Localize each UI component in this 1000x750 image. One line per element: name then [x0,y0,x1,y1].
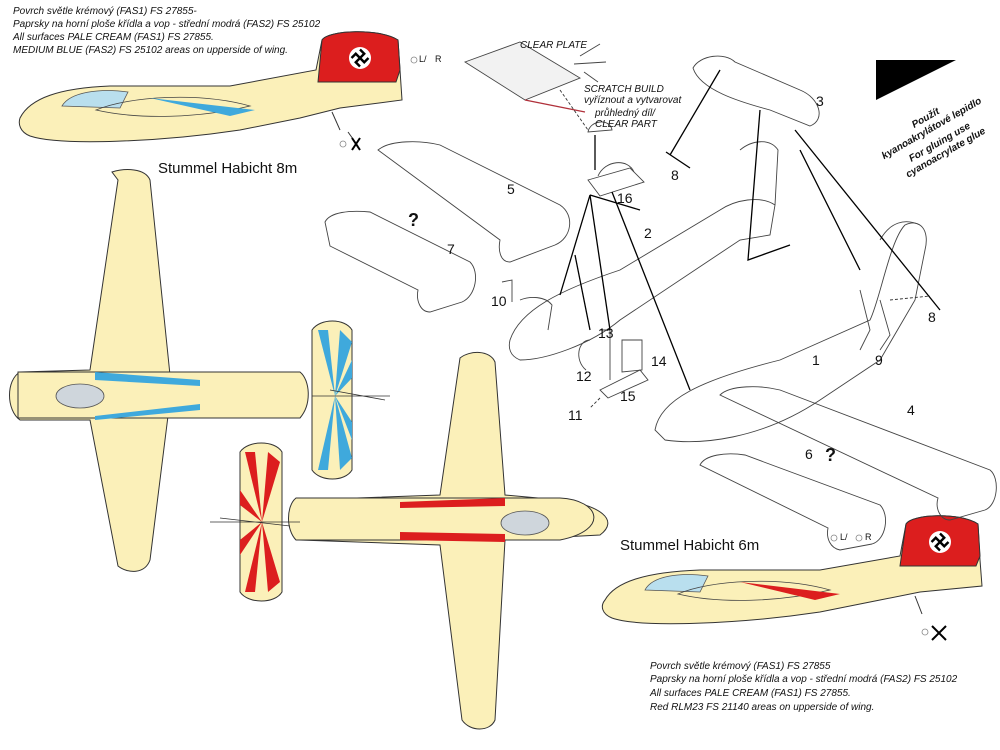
scratch-build-sub: vyříznout a vytvarovat [584,95,682,106]
top-note-line1: Povrch světle krémový (FAS1) FS 27855- [13,6,197,17]
cockpit-blue [55,383,105,409]
part-number-12: 12 [576,368,592,384]
scratch-build-label: SCRATCH BUILD [584,84,664,95]
part-number-9: 9 [875,352,883,368]
plan-view-red [210,352,609,730]
question-mark-1: ? [408,210,419,230]
part-number-1: 1 [812,352,820,368]
part-number-13: 13 [598,325,614,341]
part-number-10: 10 [491,293,507,309]
assembly-drawing [324,41,997,551]
clear-part-label-cz: průhledný díl/ [595,108,656,119]
side-view-8m [18,31,418,151]
part-number-16: 16 [617,190,633,206]
part-number-2: 2 [644,225,652,241]
question-mark-2: ? [825,445,836,465]
lr-marker-8m-r: R [435,54,442,64]
side-view-6m [601,515,983,641]
part-number-11: 11 [568,407,583,423]
plan-view-blue [9,169,390,572]
part-number-8b: 8 [928,309,936,325]
top-note-line4: MEDIUM BLUE (FAS2) FS 25102 areas on upp… [13,45,288,56]
bottom-note-line3: All surfaces PALE CREAM (FAS1) FS 27855. [650,688,851,699]
bottom-note-line1: Povrch světle krémový (FAS1) FS 27855 [650,661,831,672]
lr-marker-6m-l: L/ [840,532,848,542]
lr-marker-8m-l: L/ [419,54,427,64]
canopy-8m [61,90,129,109]
part-number-6: 6 [805,446,813,462]
wing-blue-stripe-side [150,98,255,116]
cockpit-red [500,510,550,536]
part-number-7: 7 [447,241,455,257]
clear-part-label-en: CLEAR PART [595,119,657,130]
part-number-4: 4 [907,402,915,418]
part-number-14: 14 [651,353,667,369]
title-6m: Stummel Habicht 6m [620,537,760,554]
part-number-15: 15 [620,388,636,404]
title-8m: Stummel Habicht 8m [158,160,298,177]
dashed-leaders [559,89,931,409]
glue-warning-triangle [876,60,956,100]
bottom-note-line4: Red RLM23 FS 21140 areas on upperside of… [650,702,875,713]
bottom-note-line2: Paprsky na horní ploše křídla a vop - st… [650,674,958,685]
leader-lines [559,69,941,391]
top-note-line3: All surfaces PALE CREAM (FAS1) FS 27855. [13,32,214,43]
part-number-5: 5 [507,181,515,197]
part-number-8a: 8 [671,167,679,183]
top-note-line2: Paprsky na horní ploše křídla a vop - st… [13,19,321,30]
part-number-3: 3 [816,93,824,109]
lr-marker-6m-r: R [865,532,872,542]
clear-plate-label: CLEAR PLATE [520,40,588,51]
